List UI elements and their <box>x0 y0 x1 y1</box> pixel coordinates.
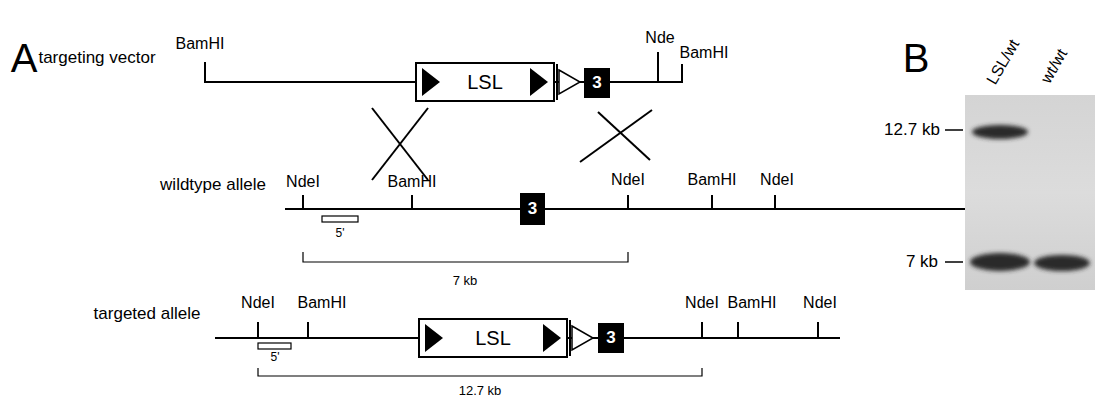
site-label: NdeI <box>286 173 320 191</box>
loxp-triangle <box>559 70 580 94</box>
row-title: wildtype allele <box>160 176 266 195</box>
site-label: NdeI <box>241 294 275 312</box>
site-tick <box>737 322 739 338</box>
blot-band <box>970 253 1030 271</box>
size-label: 12.7 kb <box>459 384 502 398</box>
exon-number: 3 <box>606 329 615 348</box>
site-label: NdeI <box>803 294 837 312</box>
site-tick <box>257 322 259 338</box>
site-label: BamHI <box>728 294 777 312</box>
probe-box <box>322 216 358 222</box>
site-tick <box>302 195 304 209</box>
cassette-label: LSL <box>475 327 511 349</box>
lox-mark <box>556 64 558 100</box>
size-tick <box>945 129 963 131</box>
lox-mark <box>569 320 571 356</box>
lsl-cassette: LSL <box>418 318 568 358</box>
row-title: targeted allele <box>94 305 201 324</box>
site-label: BamHI <box>176 35 225 53</box>
site-label: BamHI <box>388 173 437 191</box>
site-tick <box>307 322 309 338</box>
site-label: Nde <box>645 29 674 47</box>
site-label: BamHI <box>680 44 729 62</box>
size-label: 12.7 kb <box>884 121 940 140</box>
site-tick <box>817 322 819 338</box>
probe-label: 5' <box>336 227 345 240</box>
crossover-line <box>372 108 428 180</box>
cassette-label: LSL <box>467 71 503 93</box>
site-tick <box>701 322 703 338</box>
blot-band <box>1034 255 1090 271</box>
exon-box: 3 <box>520 193 545 225</box>
lane-label: wt/wt <box>1037 46 1070 86</box>
blot-band <box>972 125 1028 139</box>
fragment-bracket <box>258 368 702 376</box>
size-label: 7 kb <box>453 274 478 288</box>
site-tick <box>711 195 713 209</box>
loxp-triangle <box>530 68 548 96</box>
loxp-triangle <box>543 324 561 352</box>
site-tick <box>627 195 629 209</box>
exon-box: 3 <box>584 68 610 98</box>
site-label: NdeI <box>685 294 719 312</box>
size-label: 7 kb <box>906 253 938 272</box>
crossover-line <box>598 112 650 160</box>
row-title: targeting vector <box>38 49 155 68</box>
exon-number: 3 <box>592 74 601 93</box>
exon-box: 3 <box>598 323 624 353</box>
blot-panel <box>965 95 1095 290</box>
exon-number: 3 <box>528 200 537 219</box>
loxp-triangle <box>572 326 593 350</box>
site-tick <box>774 195 776 209</box>
size-tick <box>945 261 963 263</box>
lane-label: LSL/wt <box>983 36 1023 87</box>
site-label: NdeI <box>760 171 794 189</box>
loxp-triangle <box>425 324 443 352</box>
crossover-line <box>372 108 428 180</box>
probe-box <box>258 343 291 349</box>
lsl-cassette: LSL <box>415 62 555 102</box>
probe-label: 5' <box>271 351 280 364</box>
fragment-bracket <box>303 252 628 262</box>
panel-letter: A <box>11 36 38 80</box>
site-label: NdeI <box>611 171 645 189</box>
loxp-triangle <box>422 68 440 96</box>
crossover-line <box>580 110 652 162</box>
site-tick <box>411 195 413 209</box>
wildtype-line <box>285 208 1000 210</box>
panel-letter: B <box>903 36 930 80</box>
site-label: BamHI <box>298 294 347 312</box>
site-label: BamHI <box>688 171 737 189</box>
site-tick <box>657 52 659 82</box>
